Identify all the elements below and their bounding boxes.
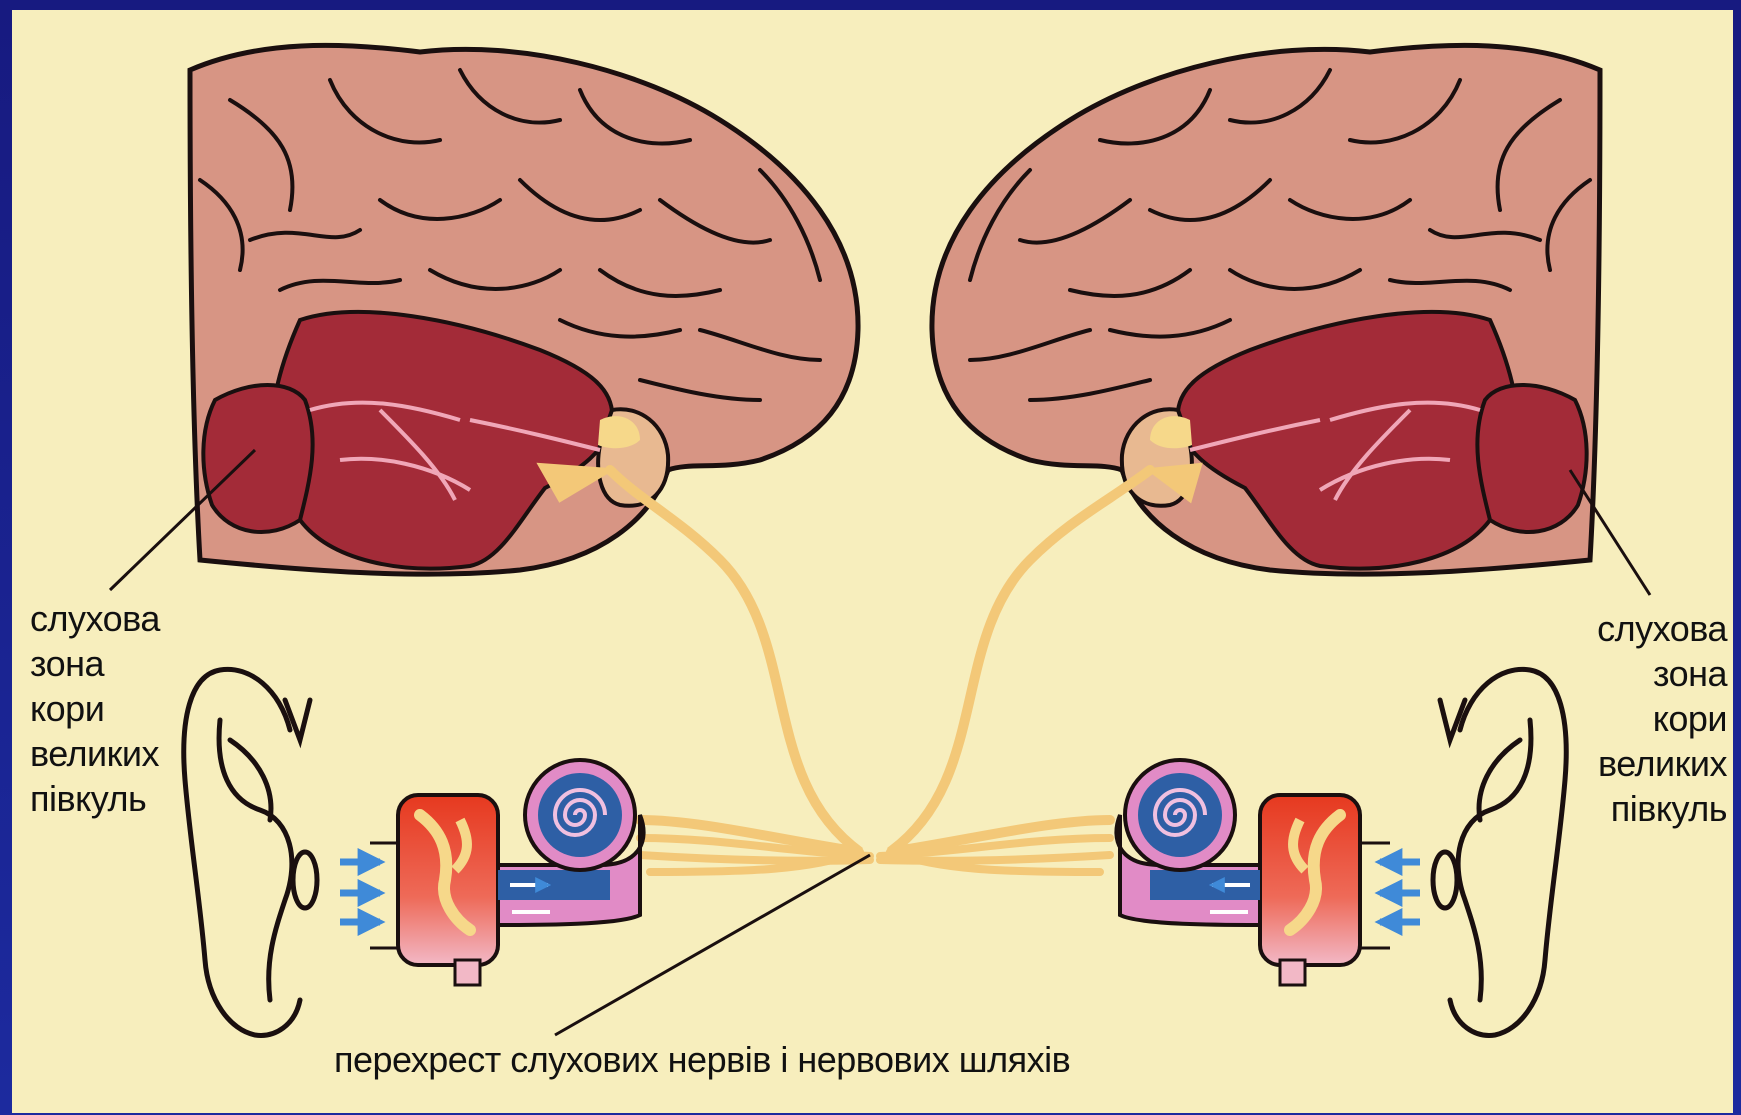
left-cochlea xyxy=(498,760,644,925)
auditory-nerve-pathways xyxy=(540,465,1200,872)
right-cochlea xyxy=(1116,760,1260,925)
right-outer-ear xyxy=(1433,669,1566,1035)
right-brain-hemisphere xyxy=(932,45,1600,574)
right-auditory-zone-label: слухова зона кори великих півкуль xyxy=(1597,606,1727,831)
left-outer-ear xyxy=(184,669,317,1035)
left-middle-ear xyxy=(398,795,498,985)
nerve-crossing-label: перехрест слухових нервів і нервових шля… xyxy=(334,1037,1070,1082)
left-sound-wave-arrows xyxy=(340,862,380,922)
right-sound-wave-arrows xyxy=(1380,862,1420,922)
left-auditory-zone-label: слухова зона кори великих півкуль xyxy=(30,596,160,821)
left-brain-hemisphere xyxy=(190,45,858,574)
right-middle-ear xyxy=(1260,795,1360,985)
